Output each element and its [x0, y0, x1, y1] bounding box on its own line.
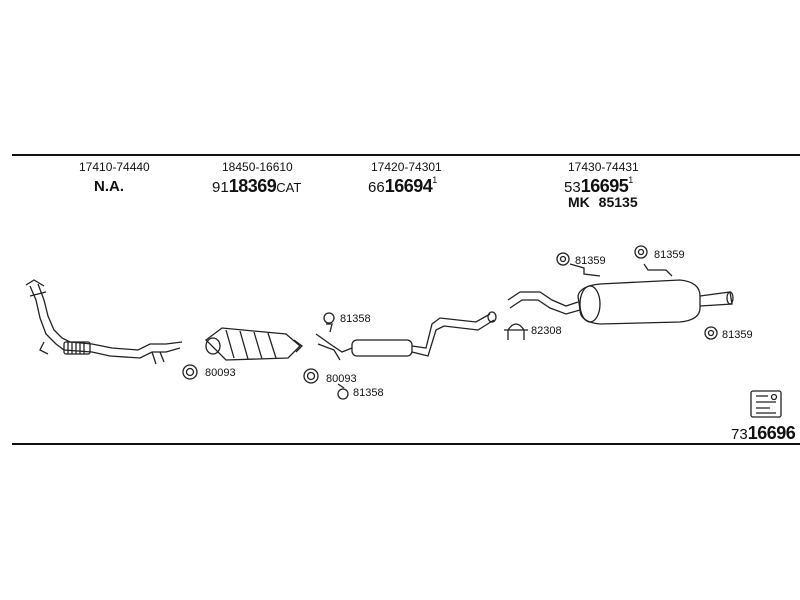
- section-3-part-number: 66166941: [368, 175, 438, 196]
- clamp-drawing: [504, 323, 528, 340]
- rubber-a-label: 81359: [575, 255, 606, 267]
- gasket-a-drawing: [182, 364, 198, 380]
- footer-number: 16696: [747, 423, 796, 443]
- section-3-number: 16694: [384, 176, 433, 196]
- hanger-a-label: 81358: [340, 313, 371, 325]
- catalytic-converter: [205, 327, 303, 361]
- footer-prefix: 73: [731, 426, 748, 443]
- middle-silencer: [315, 311, 497, 361]
- section-3-mark: 1: [432, 175, 438, 185]
- section-2-oem-number: 18450-16610: [222, 160, 293, 174]
- hanger-a-drawing: [323, 312, 335, 324]
- section-4-mark: 1: [628, 175, 634, 185]
- section-4-kit-label: MK: [568, 194, 590, 210]
- rubber-b-drawing: [634, 245, 648, 259]
- section-2-prefix: 91: [212, 179, 229, 196]
- section-1-note: N.A.: [94, 178, 124, 195]
- rubber-c-label: 81359: [722, 329, 753, 341]
- gasket-b-drawing: [303, 368, 319, 384]
- gasket-a-label: 80093: [205, 367, 236, 379]
- footer-part-number: 7316696: [731, 423, 796, 443]
- rubber-c-drawing: [704, 326, 718, 340]
- section-4-prefix: 53: [564, 179, 581, 196]
- fitting-kit-icon: [750, 390, 782, 418]
- hanger-b-label: 81358: [353, 387, 384, 399]
- hanger-b-drawing: [337, 388, 349, 400]
- section-4-kit-number: 85135: [598, 194, 638, 210]
- rear-muffler: [507, 263, 734, 325]
- section-4-kit: MK 85135: [568, 195, 638, 211]
- section-1-oem-number: 17410-74440: [79, 160, 150, 174]
- top-rule: [12, 154, 800, 156]
- bottom-rule: [12, 443, 800, 445]
- section-4-number: 16695: [580, 176, 629, 196]
- rubber-b-label: 81359: [654, 249, 685, 261]
- gasket-b-label: 80093: [326, 373, 357, 385]
- section-2-number: 18369: [228, 176, 277, 196]
- section-2-part-number: 9118369CAT: [212, 177, 301, 196]
- front-pipe: [25, 279, 183, 365]
- clamp-label: 82308: [531, 325, 562, 337]
- section-3-oem-number: 17420-74301: [371, 160, 442, 174]
- rubber-a-drawing: [556, 252, 570, 266]
- section-2-suffix: CAT: [276, 180, 302, 195]
- section-4-part-number: 53166951: [564, 175, 634, 196]
- section-3-prefix: 66: [368, 179, 385, 196]
- section-4-oem-number: 17430-74431: [568, 160, 639, 174]
